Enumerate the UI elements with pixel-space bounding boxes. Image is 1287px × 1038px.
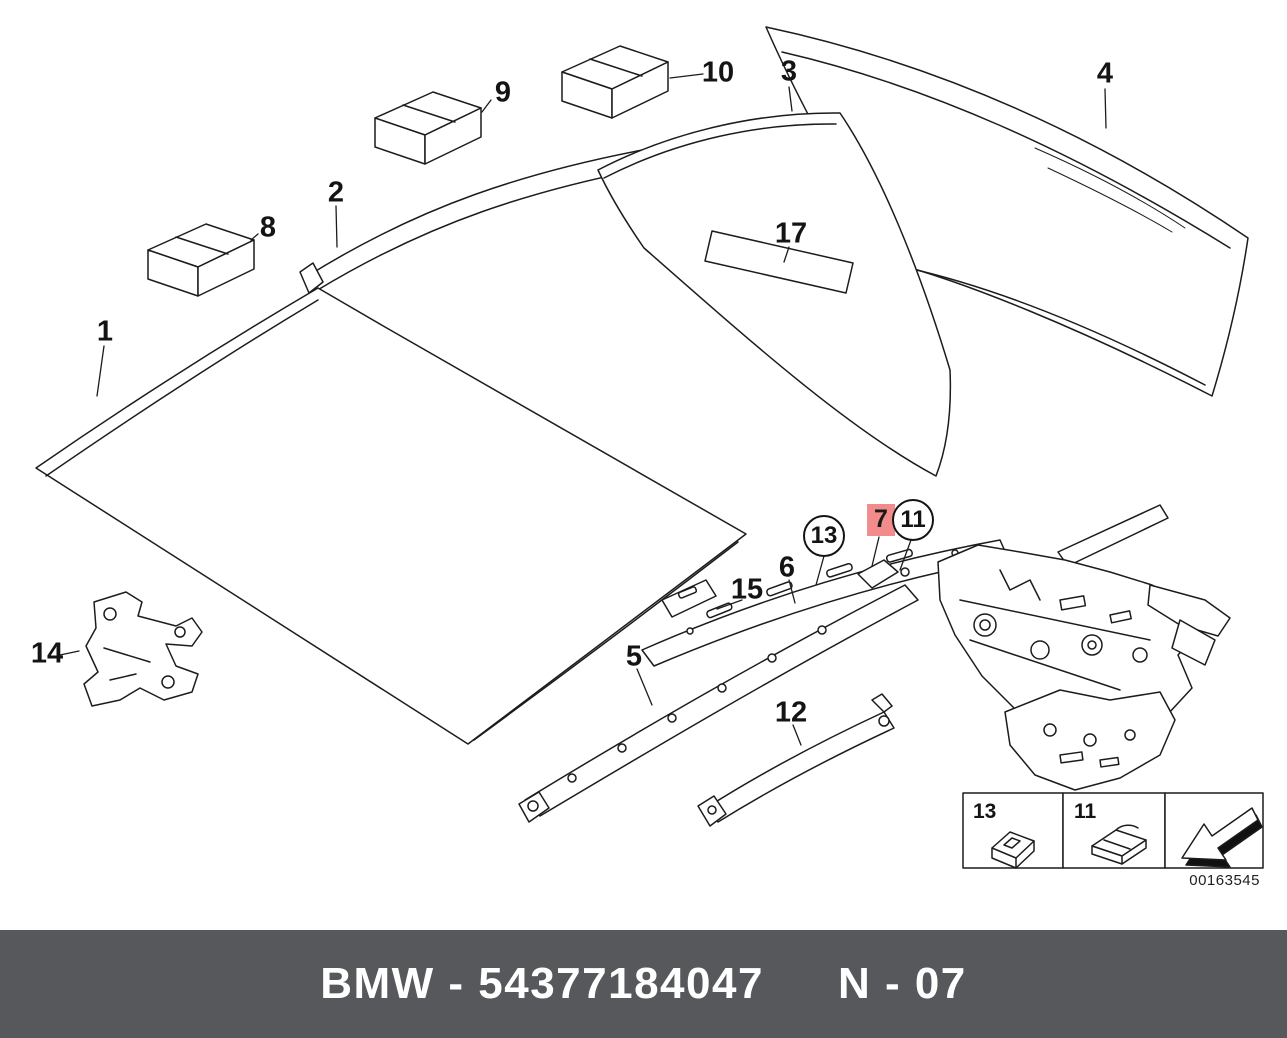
callout-1: 1 bbox=[96, 315, 114, 348]
callout-9: 9 bbox=[494, 76, 512, 109]
part-rear-window bbox=[766, 27, 1248, 396]
callout-7-highlighted: 7 bbox=[867, 504, 895, 536]
callout-6: 6 bbox=[778, 551, 796, 584]
part-folding-mechanism bbox=[858, 505, 1230, 790]
part-number-bar: BMW - 54377184047 N - 07 bbox=[0, 930, 1287, 1038]
clip-icon bbox=[992, 832, 1034, 868]
callout-2: 2 bbox=[327, 176, 345, 209]
callout-13-circled: 13 bbox=[803, 515, 845, 557]
repair-kit-box-10 bbox=[562, 46, 668, 118]
part-rail-12 bbox=[698, 694, 894, 826]
cover-cap-icon bbox=[1092, 825, 1146, 864]
callout-5: 5 bbox=[625, 640, 643, 673]
legend-box-13 bbox=[963, 793, 1063, 868]
page-code-text: N - 07 bbox=[837, 959, 967, 1008]
callout-17: 17 bbox=[774, 217, 808, 250]
legend-box-11 bbox=[1063, 793, 1165, 868]
legend-label-11: 11 bbox=[1074, 800, 1097, 823]
callout-14: 14 bbox=[30, 637, 64, 670]
legend-label-13: 13 bbox=[973, 800, 997, 823]
sticker-17 bbox=[705, 231, 853, 293]
direction-arrow-icon bbox=[1182, 808, 1262, 867]
callout-10: 10 bbox=[701, 56, 735, 89]
part-middle-roof-panel bbox=[598, 113, 950, 476]
part-rail-6 bbox=[642, 540, 1008, 666]
image-id: 00163545 bbox=[1189, 872, 1260, 889]
leader-lines bbox=[60, 74, 1106, 745]
callout-3: 3 bbox=[780, 55, 798, 88]
repair-kit-box-9 bbox=[375, 92, 481, 164]
part-bracket-15 bbox=[662, 580, 716, 617]
exploded-parts-drawing bbox=[0, 0, 1287, 930]
part-number-text: BMW - 54377184047 bbox=[320, 959, 764, 1008]
part-rail-5 bbox=[519, 585, 918, 822]
part-bracket-14 bbox=[84, 592, 202, 706]
part-front-roof-panel bbox=[36, 288, 746, 744]
callout-4: 4 bbox=[1096, 57, 1114, 90]
callout-15: 15 bbox=[730, 573, 764, 606]
callout-12: 12 bbox=[774, 696, 808, 729]
callout-11-circled: 11 bbox=[892, 499, 934, 541]
repair-kit-box-8 bbox=[148, 224, 254, 296]
callout-8: 8 bbox=[259, 211, 277, 244]
legend-box-arrow bbox=[1165, 793, 1263, 868]
